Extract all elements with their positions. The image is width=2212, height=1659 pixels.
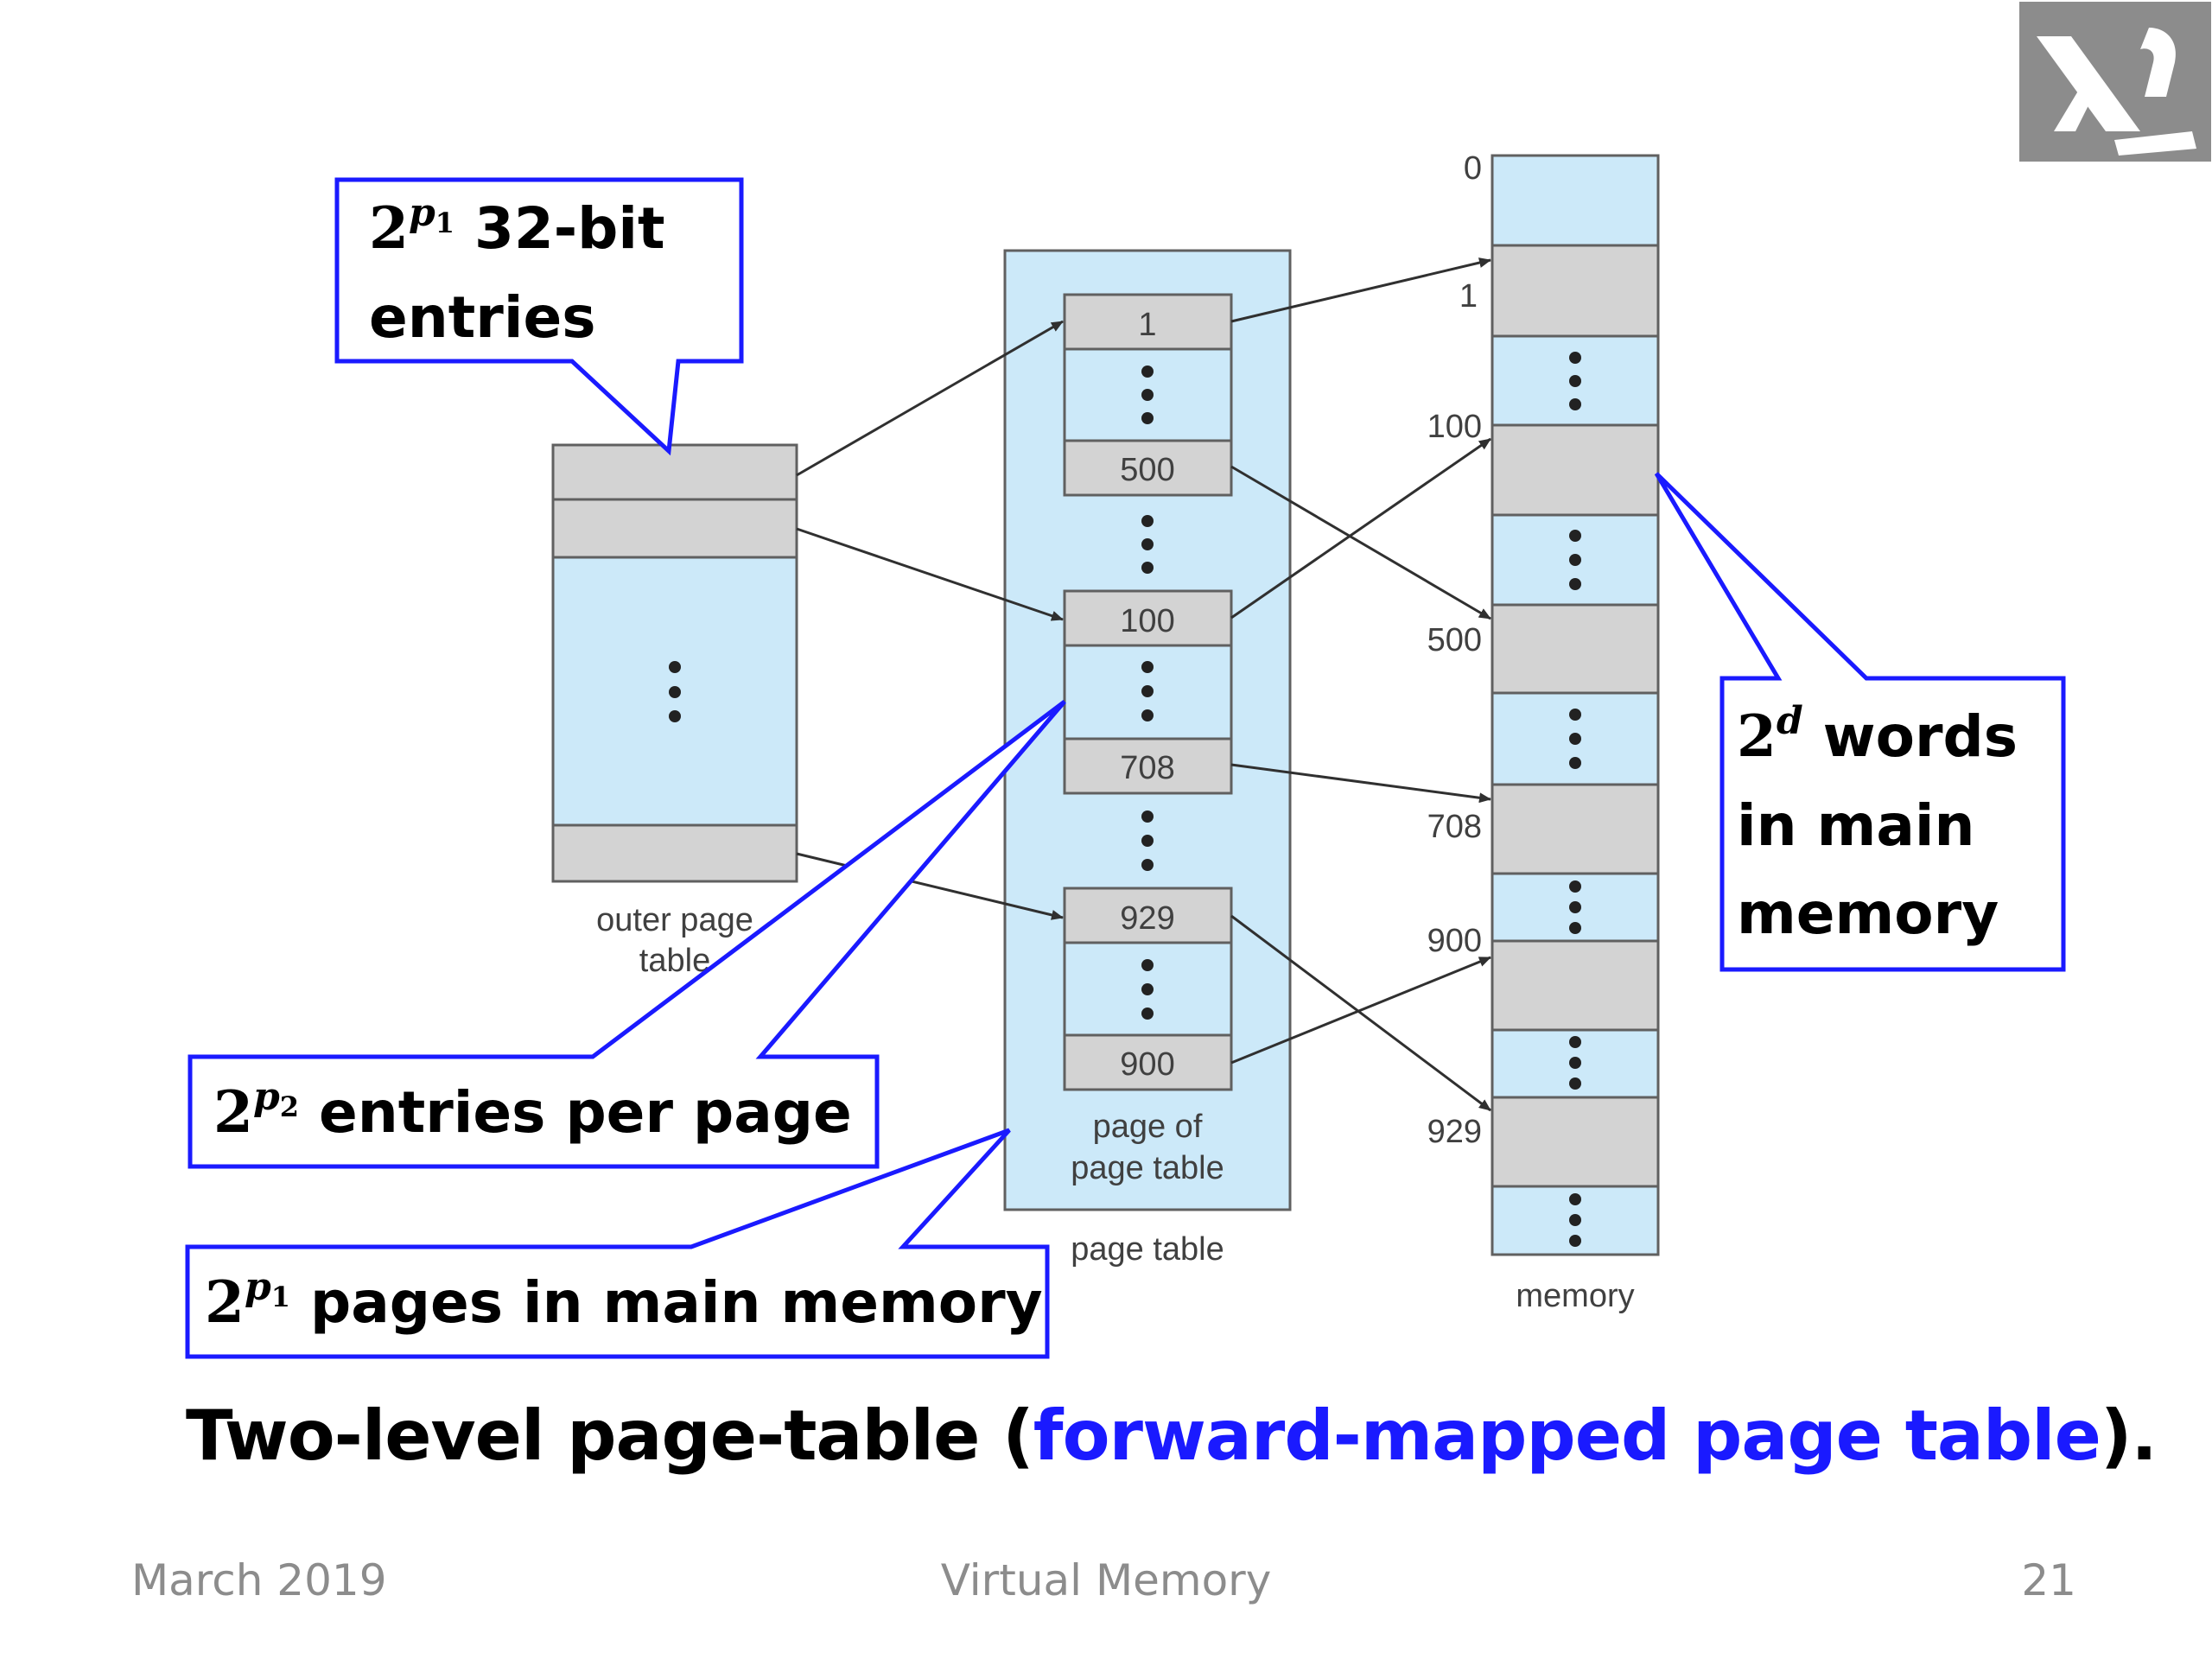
callout-exp: p [253,1075,280,1119]
page-of-page-table-label-line2: page table [1071,1150,1224,1186]
page-entry-label: 500 [1120,452,1174,488]
svg-text:2d words: 2d words [1737,699,2018,770]
memory-label: memory [1516,1278,1634,1314]
arrow [796,852,1064,920]
outer-entry-last [551,823,798,883]
callout-text: 32-bit [454,195,665,262]
ellipsis-icon [1141,810,1154,871]
arrow [1230,956,1491,1065]
callout-text: entries [369,284,596,351]
title-prefix: Two-level page-table ( [186,1395,1034,1476]
ellipsis-icon [1141,365,1154,424]
memory-frame [1491,244,1660,338]
footer-title: Virtual Memory [940,1555,1272,1605]
title-suffix: ). [2100,1395,2158,1476]
page-entry [1063,439,1233,497]
callout-text: memory [1737,880,1999,947]
ellipsis-icon [1141,959,1154,1020]
page-entry-label: 900 [1120,1046,1174,1083]
page-entry-label: 100 [1120,603,1174,639]
page-table-label: page table [1071,1231,1224,1268]
memory: 0 1 100 500 708 900 929 memory [1427,150,1660,1314]
svg-text:2p1 32-bit: 2p1 32-bit [369,191,665,262]
memory-frame [1491,1096,1660,1188]
memory-frame [1491,603,1660,695]
mapping-arrows [796,257,1491,1112]
page-entry [1063,293,1233,351]
outer-table-label-line1: outer page [596,902,753,938]
callout-text: pages in main memory [290,1269,1043,1336]
callout-base: 2 [205,1268,245,1336]
footer-page-number: 21 [2021,1555,2076,1605]
callout-base: 2 [213,1078,253,1146]
arrow [796,527,1064,621]
callout-words-in-memory: 2d words in main memory [1654,472,2066,972]
arrow [1230,763,1491,804]
outer-entry-1 [551,443,798,501]
callout-sub: 1 [435,207,454,239]
svg-text:2p2 entries per page: 2p2 entries per page [213,1075,852,1146]
memory-frame [1491,783,1660,875]
callout-entries-per-page: 2p2 entries per page [188,700,1066,1169]
memory-address: 1 [1459,278,1478,315]
page-entry-label: 708 [1120,750,1174,786]
ellipsis-icon [1141,515,1154,574]
memory-address: 100 [1427,409,1482,445]
ellipsis-icon [669,661,681,722]
callout-base: 2 [1737,702,1777,770]
memory-address: 929 [1427,1114,1482,1150]
page-entry [1063,737,1233,795]
page-of-page-table-label-line1: page of [1093,1109,1203,1145]
title-highlight: forward-mapped page table [1033,1395,2101,1476]
page-entry-label: 929 [1120,900,1174,937]
arrow [1230,914,1491,1112]
arrow [1230,437,1491,620]
arrow [796,320,1064,477]
page-entry [1063,887,1233,944]
callout-pages-in-memory: 2p1 pages in main memory [185,1128,1050,1359]
memory-address: 708 [1427,809,1482,845]
page-entry-label: 1 [1138,307,1156,343]
svg-text:2p1 pages in main memory: 2p1 pages in main memory [205,1265,1043,1336]
memory-address: 900 [1427,923,1482,959]
memory-frame [1491,939,1660,1032]
memory-frame [1491,423,1660,517]
memory-address: 0 [1464,150,1482,187]
arrow [1230,257,1491,323]
ellipsis-icon [1141,661,1154,721]
callout-base: 2 [369,194,409,262]
callout-text: words [1803,703,2018,770]
ellipsis-icon [1569,352,1581,1247]
outer-table-label-line2: table [639,943,710,979]
page-entry [1063,589,1233,647]
callout-exp: p [409,191,435,235]
callout-exp: p [245,1265,271,1309]
callout-outer-entries: 2p1 32-bit entries [334,177,744,456]
outer-entry-2 [551,498,798,559]
page-table: 1 500 100 708 929 90 [1003,249,1292,1268]
callout-text: entries per page [299,1079,852,1146]
callout-sub: 1 [271,1281,290,1313]
callout-exp: d [1777,699,1803,743]
slide-title: Two-level page-table (forward-mapped pag… [186,1395,2158,1476]
institution-logo [2019,2,2211,162]
footer-date: March 2019 [131,1555,387,1605]
outer-page-table: outer page table [551,443,798,979]
memory-address: 500 [1427,622,1482,658]
callout-text: in main [1737,792,1975,859]
callout-sub: 2 [280,1090,299,1123]
arrow [1230,465,1491,620]
